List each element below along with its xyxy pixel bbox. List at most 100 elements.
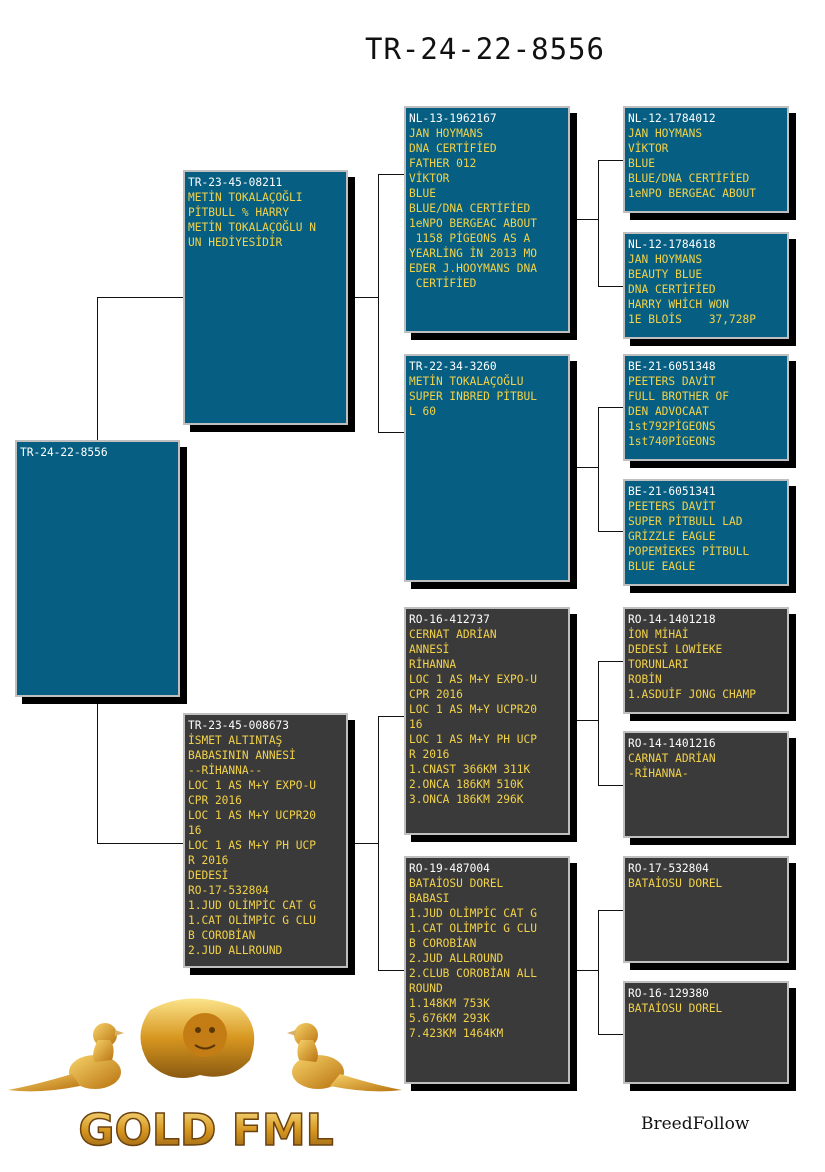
pedigree-line: VİKTOR <box>409 172 450 185</box>
pedigree-line: PEETERS DAVİT <box>628 500 716 513</box>
pedigree-line: LOC 1 AS M+Y UCPR20 <box>409 703 537 716</box>
ring-number: BE-21-6051348 <box>628 360 716 373</box>
pedigree-line: 2.JUD ALLROUND <box>409 952 504 965</box>
pedigree-line: METİN TOKALAÇOĞLU <box>409 375 524 388</box>
pedigree-line: 16 <box>188 824 202 837</box>
pedigree-line: BLUE/DNA CERTİFİED <box>628 172 750 185</box>
pedigree-line: 3.ONCA 186KM 296K <box>409 793 524 806</box>
ring-number: RO-16-412737 <box>409 613 490 626</box>
pedigree-line: 1.ASDUİF JONG CHAMP <box>628 688 756 701</box>
ring-number: TR-23-45-08211 <box>188 176 283 189</box>
pedigree-line: ANNESİ <box>409 643 450 656</box>
pedigree-line: BATAİOSU DOREL <box>628 877 723 890</box>
pedigree-line: PEETERS DAVİT <box>628 375 716 388</box>
page-title: TR-24-22-8556 <box>365 32 605 66</box>
ring-number: TR-24-22-8556 <box>20 446 108 459</box>
pedigree-line: -RİHANNA- <box>628 767 689 780</box>
pedigree-line: LOC 1 AS M+Y EXPO-U <box>409 673 537 686</box>
pedigree-line: CPR 2016 <box>188 794 242 807</box>
pedigree-line: DNA CERTİFİED <box>409 142 497 155</box>
pedigree-line: CERNAT ADRİAN <box>409 628 497 641</box>
pedigree-line: 2.CLUB COROBİAN ALL <box>409 967 537 980</box>
pedigree-line: DEDESİ LOWİEKE <box>628 643 723 656</box>
ring-number: TR-22-34-3260 <box>409 360 497 373</box>
pedigree-line: RİHANNA <box>409 658 457 671</box>
ring-number: TR-23-45-008673 <box>188 719 290 732</box>
pedigree-line: R 2016 <box>409 748 450 761</box>
pedigree-line: LOC 1 AS M+Y EXPO-U <box>188 779 316 792</box>
ring-number: RO-19-487004 <box>409 862 490 875</box>
pedigree-line: ROUND <box>409 982 443 995</box>
pedigree-line: RO-17-532804 <box>188 884 269 897</box>
pedigree-line: FATHER 012 <box>409 157 477 170</box>
pedigree-line: CERTİFİED <box>409 277 477 290</box>
ring-number: RO-14-1401218 <box>628 613 716 626</box>
pedigree-line: METİN TOKALAÇOĞLU N <box>188 221 316 234</box>
pedigree-line: 1E BLOİS 37,728P <box>628 313 756 326</box>
pedigree-line: 1st740PİGEONS <box>628 435 716 448</box>
pedigree-line: 2.JUD ALLROUND <box>188 944 283 957</box>
ring-number: BE-21-6051341 <box>628 485 716 498</box>
pedigree-line: BLUE/DNA CERTİFİED <box>409 202 531 215</box>
pedigree-line: GRİZZLE EAGLE <box>628 530 716 543</box>
lion-emblem-icon <box>140 998 255 1079</box>
pedigree-line: JAN HOYMANS <box>409 127 484 140</box>
gold-fml-logo: GOLD FML <box>8 998 402 1157</box>
pedigree-line: 1.148KM 753K <box>409 997 490 1010</box>
pedigree-line: 1eNPO BERGEAC ABOUT <box>409 217 537 230</box>
pedigree-line: SUPER PİTBULL LAD <box>628 515 743 528</box>
pedigree-line: SUPER INBRED PİTBUL <box>409 390 537 403</box>
pedigree-line: B COROBİAN <box>188 929 256 942</box>
pedigree-line: 7.423KM 1464KM <box>409 1027 504 1040</box>
pedigree-line: B COROBİAN <box>409 937 477 950</box>
pedigree-line: BATAİOSU DOREL <box>628 1002 723 1015</box>
brand-name: BreedFollow <box>641 1114 750 1134</box>
pedigree-line: BABASININ ANNESİ <box>188 749 296 762</box>
pedigree-line: BLUE EAGLE <box>628 560 696 573</box>
pedigree-line: 2.ONCA 186KM 510K <box>409 778 524 791</box>
ring-number: NL-12-1784618 <box>628 238 716 251</box>
pedigree-box-subject[interactable]: TR-24-22-8556 <box>15 440 180 697</box>
pedigree-line: HARRY WHİCH WON <box>628 298 730 311</box>
pedigree-line: METİN TOKALAÇOĞLI <box>188 191 303 204</box>
pedigree-line: BATAİOSU DOREL <box>409 877 504 890</box>
pedigree-line: CARNAT ADRİAN <box>628 752 716 765</box>
pedigree-line: DEN ADVOCAAT <box>628 405 709 418</box>
pedigree-line: DEDESİ <box>188 869 229 882</box>
pedigree-line: ROBİN <box>628 673 662 686</box>
pedigree-line: JAN HOYMANS <box>628 253 703 266</box>
pedigree-line: LOC 1 AS M+Y PH UCP <box>409 733 537 746</box>
ring-number: NL-13-1962167 <box>409 112 497 125</box>
ring-number: RO-16-129380 <box>628 987 709 1000</box>
pedigree-line: 16 <box>409 718 423 731</box>
pedigree-line: VİKTOR <box>628 142 669 155</box>
pedigree-line: EDER J.HOOYMANS DNA <box>409 262 537 275</box>
pedigree-line: 1.CAT OLİMPİC G CLU <box>188 914 316 927</box>
pedigree-line: POPEMİEKES PİTBULL <box>628 545 750 558</box>
pedigree-line: TORUNLARI <box>628 658 689 671</box>
pedigree-line: FULL BROTHER OF <box>628 390 730 403</box>
right-pigeon-icon <box>287 1023 402 1092</box>
left-pigeon-icon <box>8 1023 124 1092</box>
pedigree-line: BEAUTY BLUE <box>628 268 703 281</box>
pedigree-line: --RİHANNA-- <box>188 764 263 777</box>
pedigree-line: 1.CNAST 366KM 311K <box>409 763 531 776</box>
pedigree-line: İSMET ALTINTAŞ <box>188 734 283 747</box>
ring-number: RO-17-532804 <box>628 862 709 875</box>
pedigree-line: 1eNPO BERGEAC ABOUT <box>628 187 756 200</box>
pedigree-line: JAN HOYMANS <box>628 127 703 140</box>
